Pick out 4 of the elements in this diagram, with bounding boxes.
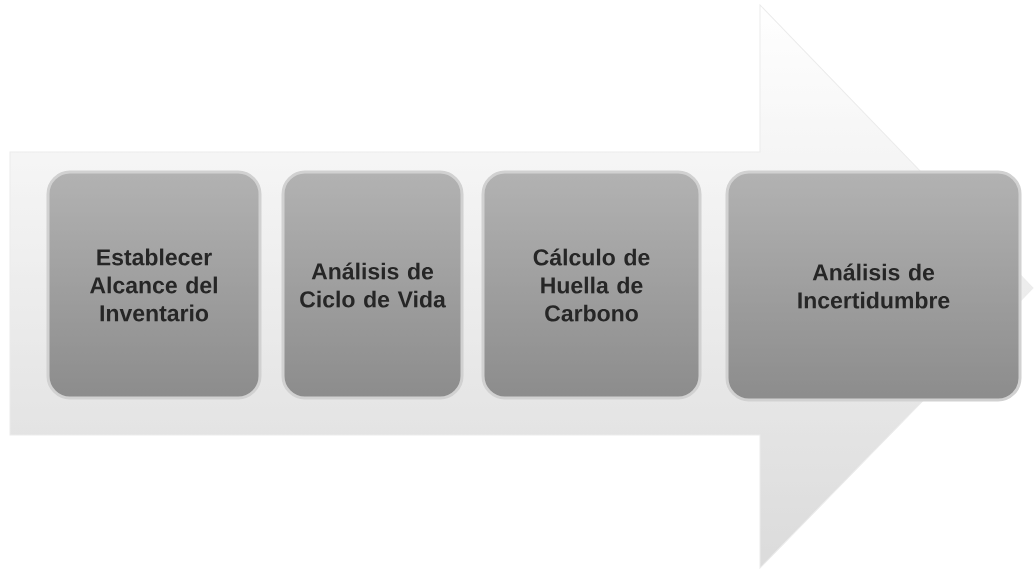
process-box: Análisis de Ciclo de Vida <box>281 170 464 400</box>
process-box: Análisis de Incertidumbre <box>725 170 1022 402</box>
process-box: Cálculo de Huella de Carbono <box>481 170 702 400</box>
process-box: Establecer Alcance del Inventario <box>46 170 262 400</box>
